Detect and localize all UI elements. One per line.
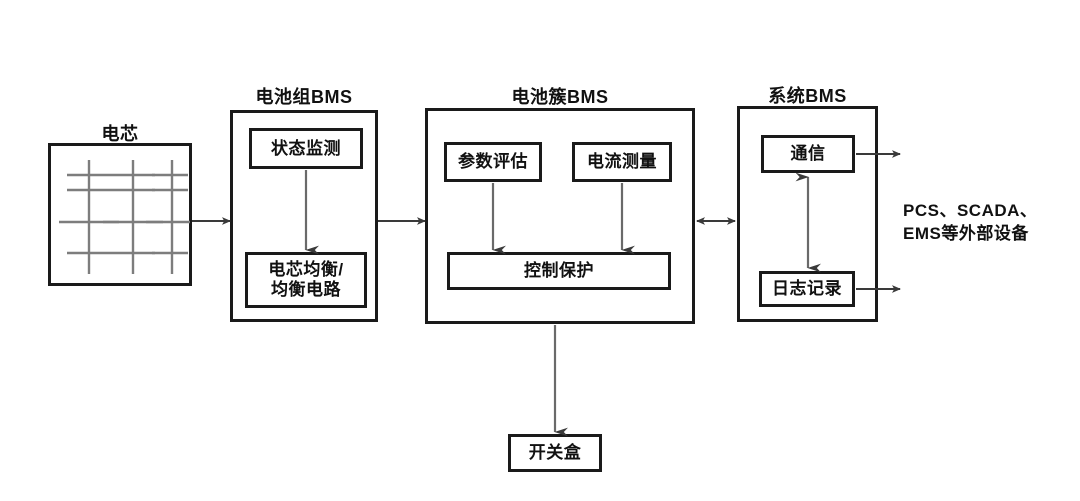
communication-block[interactable]: 通信: [761, 135, 855, 173]
cluster-bms-title: 电池簇BMS: [511, 87, 609, 107]
switch-box-block[interactable]: 开关盒: [508, 434, 602, 472]
control-protection-block[interactable]: 控制保护: [447, 252, 671, 290]
cluster-bms-block: [425, 108, 695, 324]
cells-block-title: 电芯: [101, 124, 139, 144]
cell-balancing-label-line2: 均衡电路: [271, 280, 341, 299]
status-monitor-block[interactable]: 状态监测: [249, 128, 363, 169]
external-devices-label: PCS、SCADA、 EMS等外部设备: [903, 200, 1037, 246]
cell-balancing-label-line1: 电芯均衡/: [268, 260, 344, 280]
cells-block: [48, 143, 192, 286]
external-devices-line2: EMS等外部设备: [903, 223, 1029, 243]
log-record-block[interactable]: 日志记录: [759, 271, 855, 307]
external-devices-line1: PCS、SCADA、: [903, 201, 1038, 220]
cell-balancing-block[interactable]: 电芯均衡/ 均衡电路: [245, 252, 367, 308]
parameter-evaluation-block[interactable]: 参数评估: [444, 142, 542, 182]
current-measurement-block[interactable]: 电流测量: [572, 142, 672, 182]
pack-bms-title: 电池组BMS: [255, 87, 353, 107]
system-bms-title: 系统BMS: [768, 86, 847, 106]
